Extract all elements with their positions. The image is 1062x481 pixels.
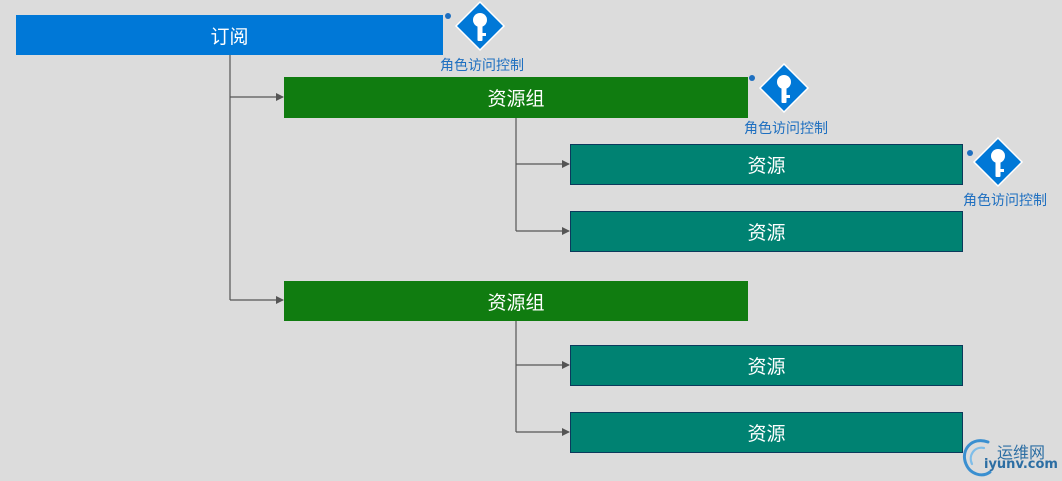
key-diamond-icon <box>967 136 1024 188</box>
resource-box-1-2: 资源 <box>570 211 963 252</box>
resource-label-2-1: 资源 <box>747 356 786 378</box>
resource-group-label-2: 资源组 <box>487 291 545 314</box>
swirl-logo-icon <box>963 439 992 477</box>
watermark: 运维网 iyunv.com <box>956 432 1062 481</box>
rbac-label-1: 角色访问控制 <box>440 58 524 74</box>
rbac-badge-1: 角色访问控制 <box>440 0 540 75</box>
watermark-cn-text: 运维网 <box>997 443 1046 462</box>
key-diamond-icon <box>749 62 810 114</box>
resource-box-1-1: 资源 <box>570 144 963 185</box>
resource-group-label-1: 资源组 <box>487 88 545 110</box>
resource-label-1-2: 资源 <box>747 222 786 244</box>
rbac-label-3: 角色访问控制 <box>963 193 1047 209</box>
resource-label-1-1: 资源 <box>747 155 786 177</box>
rbac-badge-2: 角色访问控制 <box>744 62 844 137</box>
resource-group-box-2: 资源组 <box>284 281 748 321</box>
subscription-label: 订阅 <box>210 25 249 48</box>
rbac-label-2: 角色访问控制 <box>744 121 828 137</box>
resource-label-2-2: 资源 <box>747 423 786 445</box>
rbac-badge-3: 角色访问控制 <box>962 134 1062 209</box>
resource-group-box-1: 资源组 <box>284 77 748 118</box>
watermark-en-text: iyunv.com <box>984 457 1058 472</box>
subscription-box: 订阅 <box>16 15 443 55</box>
key-diamond-icon <box>445 0 506 52</box>
resource-box-2-1: 资源 <box>570 345 963 386</box>
resource-box-2-2: 资源 <box>570 412 963 453</box>
